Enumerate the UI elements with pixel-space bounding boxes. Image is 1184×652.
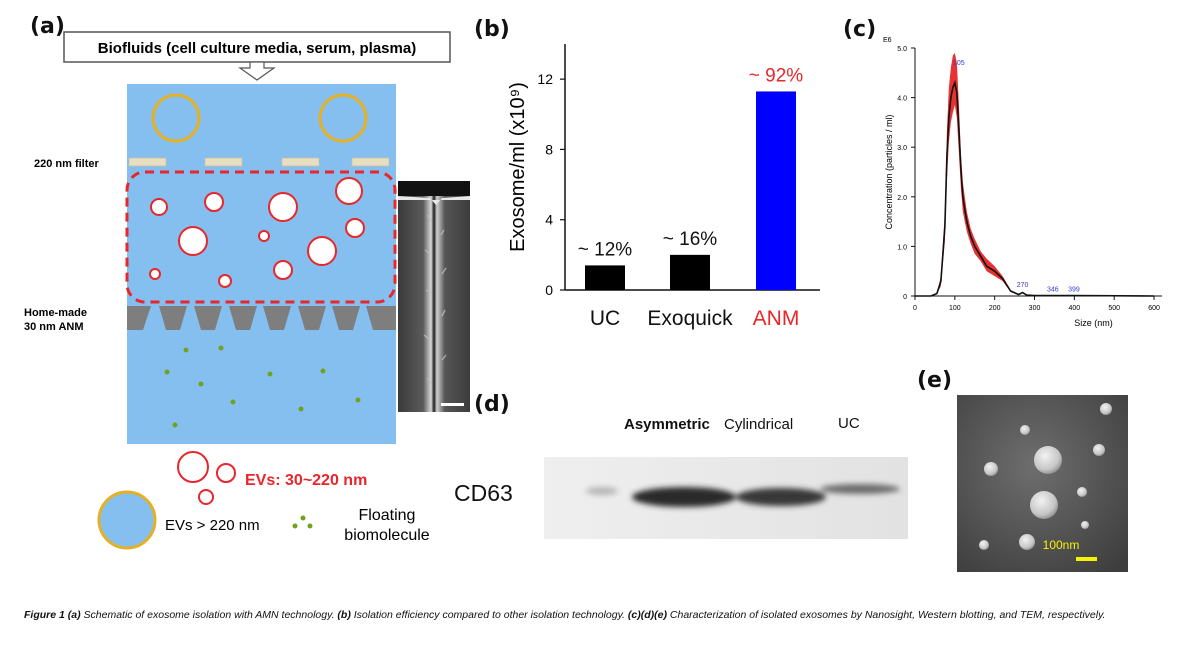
data-label: ~ 12%	[578, 239, 633, 260]
ev-capture-region	[125, 170, 397, 304]
tem-vesicles	[979, 403, 1112, 550]
filter-220nm	[128, 157, 390, 167]
mean-line	[915, 79, 1155, 297]
small-evs	[149, 177, 365, 288]
x-tick-label: 200	[989, 305, 1001, 312]
x-tick-label: 300	[1029, 305, 1041, 312]
chart-c-nta: E6 0 1.0 2.0 3.0 4.0 5.0 0 100 200 300 400 500 600Siz…	[883, 37, 1162, 328]
legend-floating-1: Floating	[359, 507, 416, 524]
caption-b-text: Isolation efficiency compared to other i…	[353, 609, 625, 621]
tem-scale-bar	[1076, 557, 1097, 561]
y-tick-label: 12	[537, 71, 553, 87]
sem-micrograph	[398, 181, 470, 412]
floating-biomolecules	[164, 345, 361, 428]
figure-caption: Figure 1 (a) Schematic of exosome isolat…	[24, 608, 1164, 622]
peak-label: 346	[1047, 287, 1059, 294]
y-tick-label: 1.0	[897, 244, 907, 251]
col-asymmetric: Asymmetric	[624, 416, 710, 433]
bar-uc	[585, 265, 625, 290]
panel-c-label: (c)	[843, 17, 877, 42]
category-label: Exoquick	[647, 307, 733, 330]
tem-scale-label: 100nm	[1043, 538, 1080, 552]
caption-a-text: Schematic of exosome isolation with AMN …	[83, 609, 335, 621]
panel-a-label: (a)	[30, 14, 65, 39]
data-label: ~ 16%	[663, 229, 718, 250]
caption-cde-text: Characterization of isolated exosomes by…	[669, 609, 1106, 621]
anm-membrane	[127, 306, 396, 330]
x-tick-label: 100	[949, 305, 961, 312]
y-tick-label: 5.0	[897, 46, 907, 53]
x-tick-label: 500	[1108, 305, 1120, 312]
y-tick-label: 4.0	[897, 96, 907, 103]
membrane-label-1: Home-made	[24, 307, 87, 319]
y-tick-label: 8	[545, 141, 553, 157]
y-tick-label: 0	[545, 282, 553, 298]
bar-exoquick	[670, 254, 710, 290]
error-band	[915, 52, 1155, 297]
peak-label: 105	[953, 60, 965, 67]
large-ev	[318, 93, 368, 143]
tem-micrograph: 100nm	[957, 395, 1128, 572]
col-cylindrical: Cylindrical	[724, 416, 794, 433]
panel-e-label: (e)	[917, 368, 953, 393]
caption-fig-label: Figure 1	[24, 609, 65, 621]
membrane-label-2: 30 nm ANM	[24, 321, 84, 333]
col-uc: UC	[838, 415, 860, 432]
legend-small-ev-icon	[177, 451, 236, 505]
y-tick-label: 4	[545, 212, 553, 228]
category-label: ANM	[753, 307, 800, 330]
peak-label: 399	[1068, 287, 1080, 294]
data-label: ~ 92%	[749, 65, 804, 86]
x-tick-label: 600	[1148, 305, 1160, 312]
caption-a-label: (a)	[67, 609, 81, 621]
x-tick-label: 0	[913, 305, 917, 312]
down-arrow-icon	[238, 61, 276, 81]
header-box	[63, 31, 451, 63]
category-label: UC	[590, 307, 620, 330]
caption-cde-label: (c)(d)(e)	[627, 609, 667, 621]
panel-d-label: (d)	[474, 392, 510, 417]
panel-b-label: (b)	[474, 17, 510, 42]
caption-b-label: (b)	[337, 609, 351, 621]
panel-a-schematic: Biofluids (cell culture media, serum, pl…	[24, 31, 470, 550]
y-axis-label: Concentration (particles / ml)	[884, 114, 894, 229]
y-tick-label: 3.0	[897, 145, 907, 152]
bar-anm	[756, 91, 796, 290]
y-tick-label: 2.0	[897, 195, 907, 202]
sem-scale-bar	[441, 403, 464, 406]
x-axis-label: Size (nm)	[1074, 318, 1113, 328]
y-tick-label: 0	[903, 294, 907, 301]
y-axis-label: Exosome/ml (x10⁹)	[507, 82, 529, 252]
legend-large-ev-text: EVs > 220 nm	[165, 517, 260, 534]
blot-bands	[586, 484, 900, 507]
fluid-column	[127, 84, 396, 444]
y-unit-label: E6	[883, 37, 892, 44]
peak-label: 270	[1017, 282, 1029, 289]
header-box-text: Biofluids (cell culture media, serum, pl…	[98, 40, 416, 57]
x-tick-label: 400	[1069, 305, 1081, 312]
row-cd63: CD63	[454, 480, 513, 506]
legend-small-ev-text: EVs: 30~220 nm	[245, 472, 367, 489]
legend-large-ev-icon	[97, 490, 157, 550]
large-ev	[151, 93, 201, 143]
legend-floating-2: biomolecule	[344, 527, 429, 544]
filter-label: 220 nm filter	[34, 158, 100, 170]
western-blot	[544, 457, 908, 539]
legend-biomolecule-icon	[292, 515, 313, 529]
